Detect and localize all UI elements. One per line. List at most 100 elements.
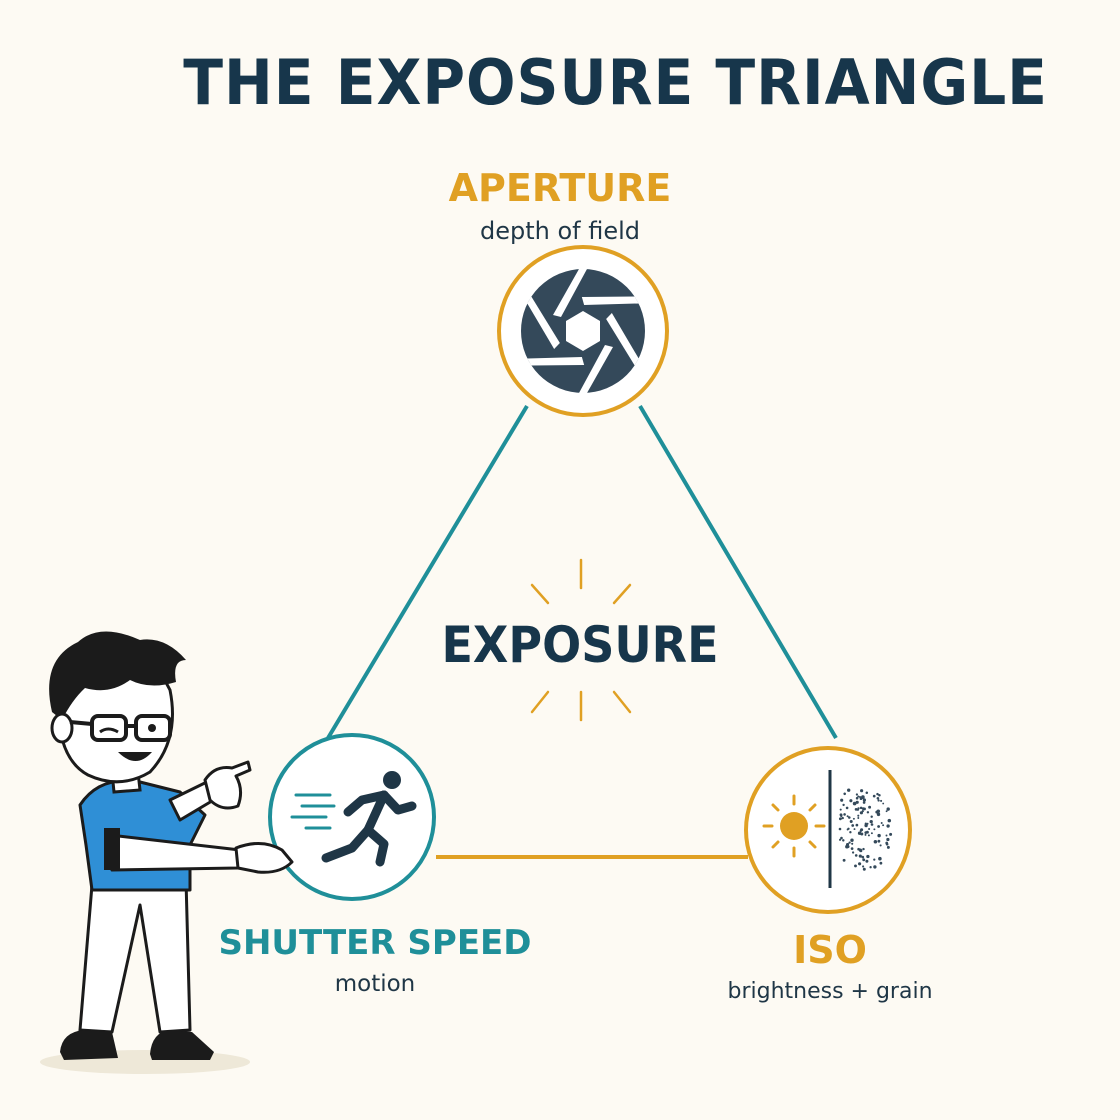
- grain-dot: [864, 833, 867, 836]
- grain-dot: [886, 837, 890, 842]
- grain-dot: [873, 828, 876, 831]
- grain-dot: [846, 815, 849, 818]
- shutter-speed-node: [268, 733, 436, 901]
- grain-dot: [880, 799, 883, 802]
- grain-dot: [862, 867, 866, 871]
- grain-dot: [845, 842, 850, 847]
- grain-dot: [849, 831, 852, 834]
- grain-dot: [886, 807, 890, 811]
- grain-dot: [869, 866, 872, 869]
- grain-dot: [847, 788, 851, 792]
- grain-dot: [878, 794, 881, 797]
- grain-dot: [849, 799, 853, 803]
- grain-dot: [876, 812, 881, 817]
- grain-dot: [889, 832, 893, 836]
- grain-dot: [862, 847, 865, 851]
- grain-dot: [864, 822, 867, 825]
- grain-dot: [852, 801, 857, 806]
- grain-dot: [861, 809, 864, 813]
- grain-dot: [851, 824, 855, 827]
- grain-dot: [885, 810, 888, 813]
- grain-dots: [838, 788, 893, 871]
- grain-dot: [866, 854, 870, 859]
- grain-dot: [887, 818, 892, 823]
- grain-dot: [860, 789, 864, 793]
- iso-label: ISO brightness + grain: [680, 929, 980, 1004]
- grain-dot: [857, 814, 860, 817]
- grain-dot: [867, 834, 870, 837]
- grain-dot: [852, 817, 855, 820]
- edge-aperture-shutter: [326, 404, 529, 740]
- shutter-speed-description: motion: [334, 971, 416, 998]
- grain-dot: [841, 816, 844, 820]
- grain-dot: [855, 800, 859, 804]
- grain-dot: [855, 823, 859, 827]
- grain-dot: [854, 854, 858, 857]
- running-person-icon: [290, 771, 417, 867]
- grain-dot: [873, 840, 878, 844]
- grain-dot: [857, 831, 862, 835]
- grain-dot: [876, 796, 880, 800]
- grain-dot: [868, 805, 872, 809]
- grain-dot: [861, 795, 865, 799]
- sun-rays-icon: [530, 558, 632, 722]
- iso-node: [744, 746, 912, 914]
- grain-dot: [865, 859, 869, 863]
- grain-dot: [877, 833, 881, 838]
- grain-dot: [869, 819, 873, 824]
- grain-dot: [843, 792, 846, 796]
- grain-dot: [885, 842, 889, 846]
- sun-grain-icon: [762, 770, 893, 888]
- grain-dot: [848, 841, 851, 844]
- grain-dot: [870, 832, 873, 835]
- grain-dot: [872, 794, 876, 798]
- grain-dot: [858, 854, 862, 858]
- grain-dot: [861, 855, 865, 859]
- grain-dot: [838, 827, 842, 831]
- grain-dot: [879, 861, 883, 865]
- grain-dot: [868, 827, 871, 831]
- grain-dot: [865, 791, 869, 795]
- shutter-speed-title: SHUTTER SPEED: [218, 923, 532, 963]
- grain-dot: [862, 865, 865, 868]
- grain-dot: [857, 795, 860, 798]
- grain-dot: [862, 858, 866, 862]
- grain-dot: [870, 823, 874, 826]
- grain-dot: [866, 811, 870, 814]
- grain-dot: [862, 801, 866, 804]
- grain-dot: [877, 825, 880, 828]
- aperture-label: APERTURE depth of field: [380, 166, 740, 245]
- grain-dot: [839, 838, 842, 841]
- grain-dot: [863, 807, 866, 811]
- grain-dot: [857, 817, 860, 819]
- grain-dot: [877, 799, 880, 802]
- grain-dot: [882, 802, 885, 805]
- grain-dot: [850, 838, 854, 842]
- grain-dot: [859, 829, 863, 832]
- exposure-center-label: EXPOSURE: [441, 616, 719, 674]
- edge-aperture-iso: [638, 404, 838, 740]
- grain-dot: [880, 822, 883, 824]
- iso-description: brightness + grain: [727, 978, 933, 1004]
- grain-dot: [878, 856, 882, 861]
- grain-dot: [875, 810, 879, 814]
- grain-dot: [855, 796, 859, 800]
- grain-dot: [854, 864, 857, 868]
- shutter-speed-label: SHUTTER SPEED motion: [200, 923, 550, 998]
- grain-dot: [840, 798, 844, 802]
- aperture-title: APERTURE: [448, 166, 672, 210]
- aperture-description: depth of field: [479, 216, 641, 245]
- grain-dot: [849, 819, 853, 824]
- grain-dot: [877, 839, 881, 843]
- grain-dot: [848, 816, 851, 819]
- grain-dot: [843, 813, 846, 816]
- aperture-icon: [521, 269, 645, 393]
- grain-dot: [838, 817, 842, 821]
- grain-dot: [851, 851, 855, 854]
- grain-dot: [870, 815, 873, 818]
- grain-dot: [859, 806, 863, 810]
- pointing-man-illustration: [40, 631, 294, 1074]
- grain-dot: [858, 862, 862, 866]
- grain-dot: [873, 858, 876, 861]
